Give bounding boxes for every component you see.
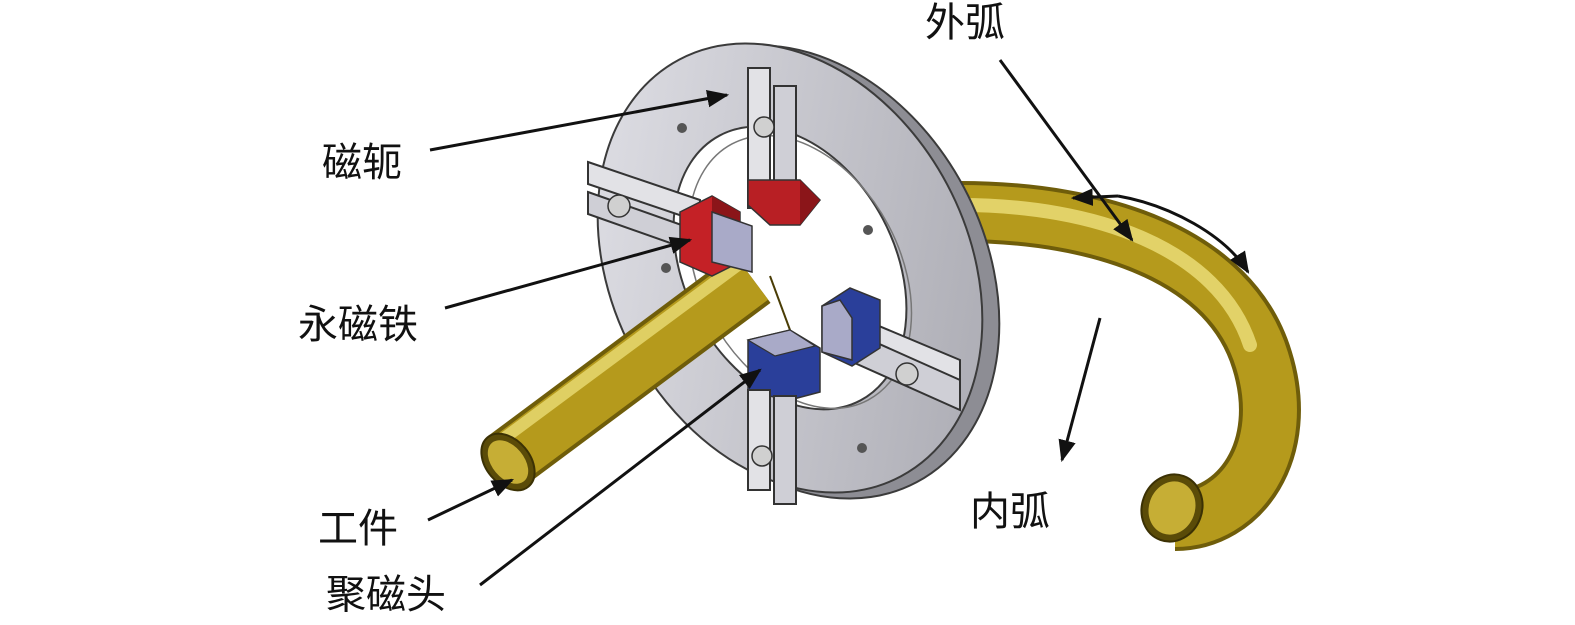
bend-direction-arc-arrow [1117,194,1250,274]
label-workpiece: 工件 [318,506,398,552]
label-pole-head: 聚磁头 [326,572,446,618]
left-holder [587,160,753,277]
outer-arc-arrow [998,59,1134,242]
pole-head-arrow [479,368,762,587]
workpiece-tube-end [1140,473,1204,543]
label-inner-arc: 内弧 [970,489,1050,535]
yoke-ring [596,42,1001,500]
right-holder [821,287,961,412]
label-yoke: 磁轭 [322,140,402,186]
workpiece-arrow [427,478,514,522]
permanent-magnet-arrow [444,236,693,310]
leader-arrows [427,59,1250,587]
inner-arc-arrow [1058,317,1102,463]
label-outer-arc: 外弧 [925,0,1005,46]
top-holder [747,67,822,226]
label-permanent-magnet: 永磁铁 [298,302,418,348]
workpiece-tube-front [480,253,791,492]
yoke-arrow [429,89,730,152]
bottom-holder [746,329,821,505]
